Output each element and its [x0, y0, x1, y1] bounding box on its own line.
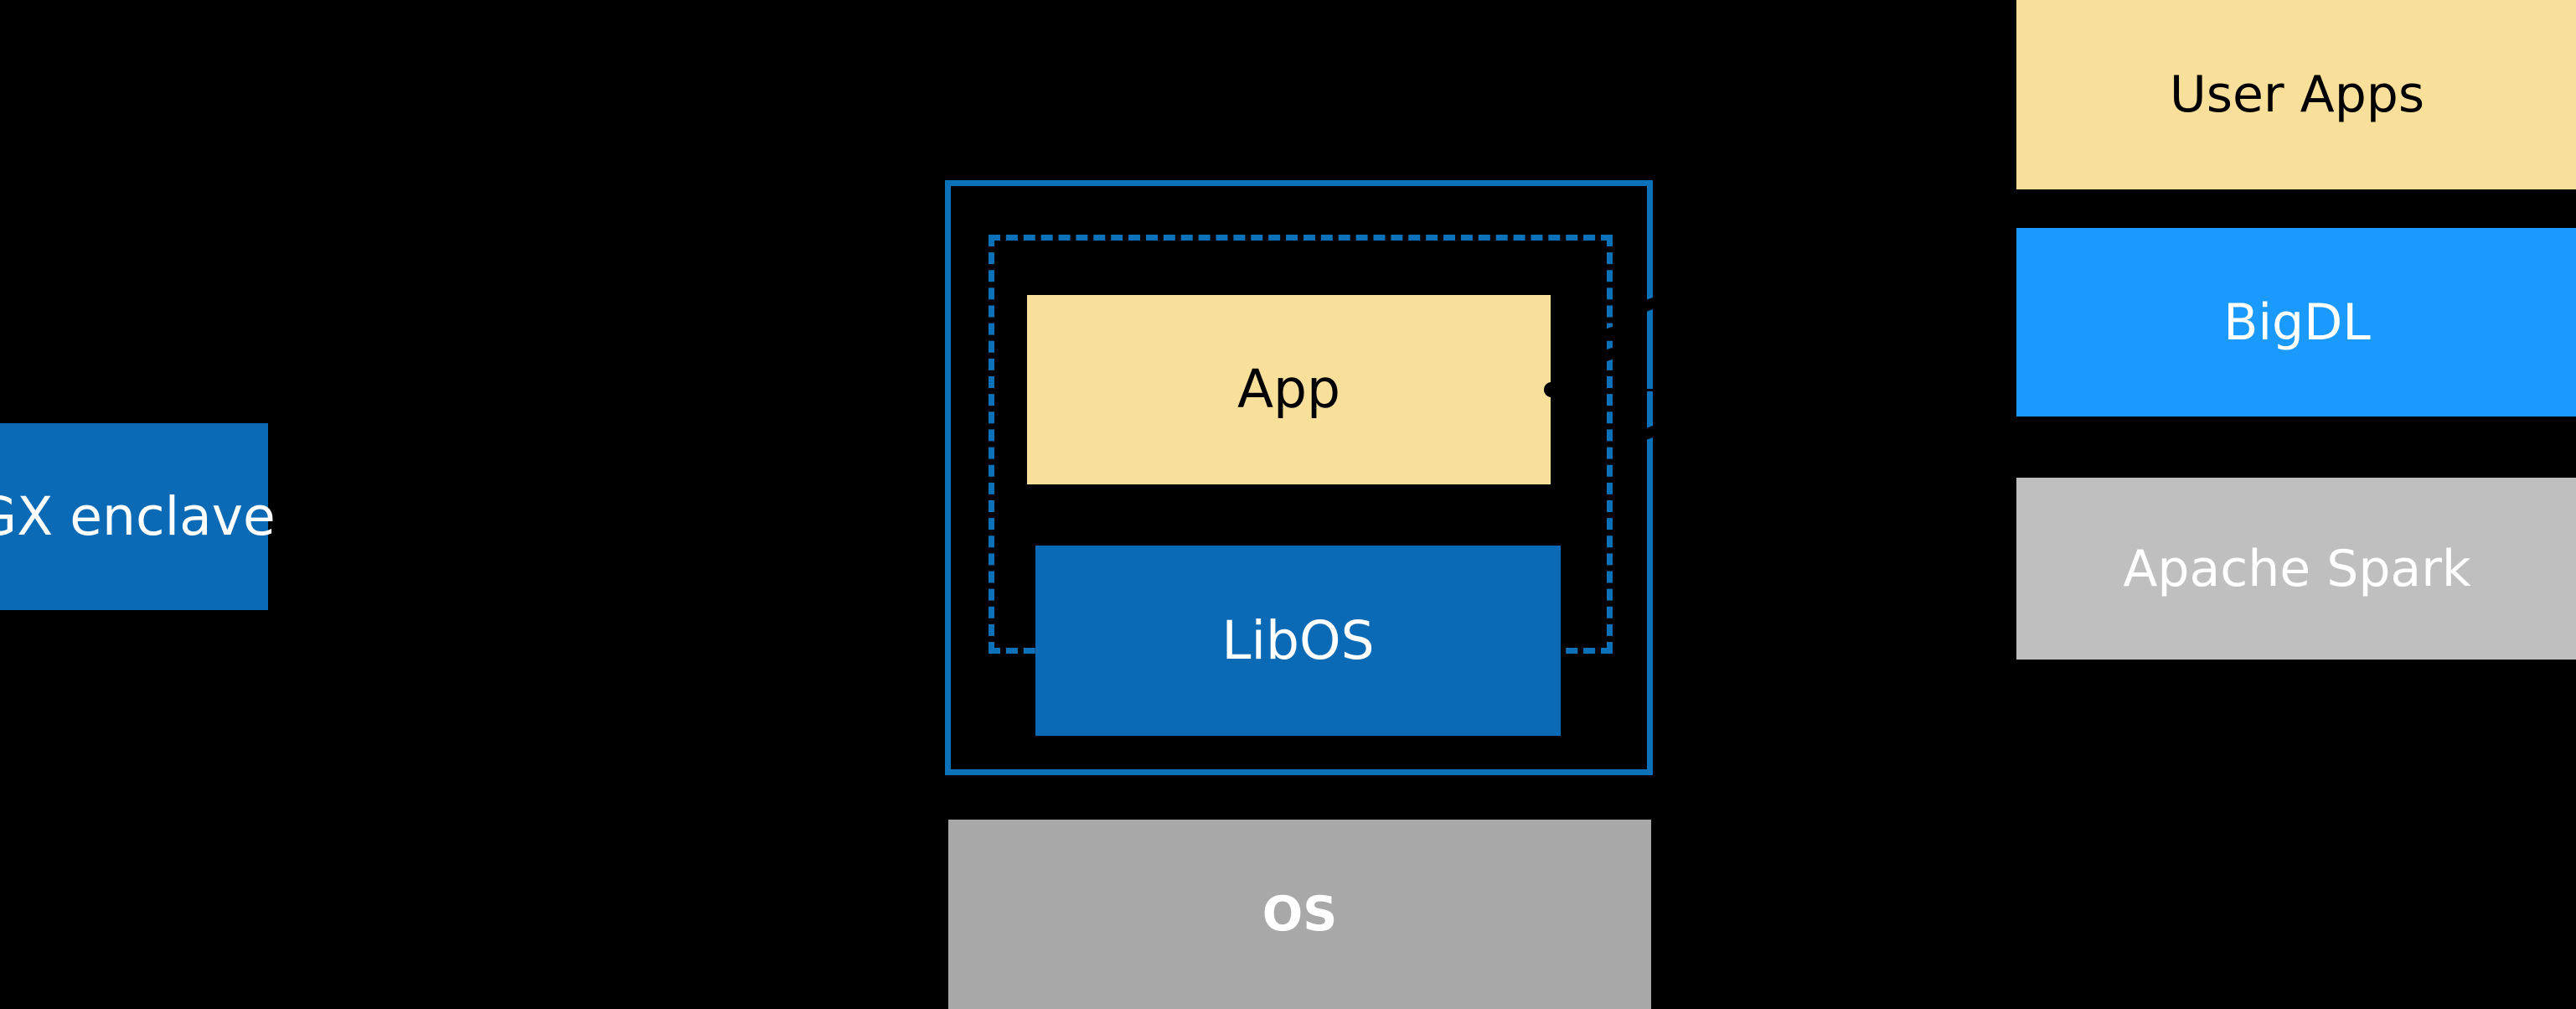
- bigdl-box[interactable]: BigDL: [2016, 228, 2576, 417]
- sgx-enclave-connector-line: [519, 515, 1659, 517]
- bigdl-label: BigDL: [2223, 292, 2371, 352]
- enclave-outer-frame: [945, 180, 1653, 775]
- app-label: App: [1236, 359, 1341, 421]
- apache-spark-box[interactable]: Apache Spark: [2016, 478, 2576, 660]
- app-box[interactable]: App: [1027, 295, 1551, 484]
- user-apps-box[interactable]: User Apps: [2016, 0, 2576, 189]
- apache-spark-label: Apache Spark: [2123, 539, 2471, 598]
- user-apps-label: User Apps: [2169, 65, 2425, 124]
- sgx-enclave-label: SGX enclave: [0, 485, 276, 547]
- sgx-enclave-box[interactable]: SGX enclave: [0, 423, 276, 610]
- libos-label: LibOS: [1221, 609, 1375, 671]
- app-connector-line: [1551, 389, 2020, 391]
- os-box[interactable]: OS: [948, 820, 1651, 1009]
- libos-box[interactable]: LibOS: [1035, 546, 1561, 736]
- os-label: OS: [1262, 886, 1338, 942]
